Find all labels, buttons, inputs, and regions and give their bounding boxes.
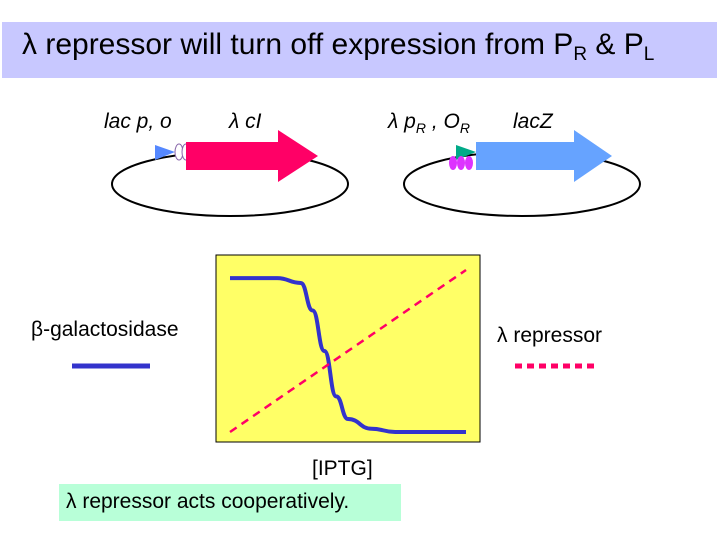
ci-gene-arrow — [186, 130, 318, 182]
pr-or-label: λ pR , OR — [388, 111, 470, 135]
title-sub-l: L — [643, 44, 655, 65]
ci-gene-label: λ cI — [229, 110, 262, 133]
beta-gal-curve — [230, 276, 466, 435]
title-sub-r: R — [573, 44, 588, 65]
title-banner — [2, 22, 717, 78]
lacz-gene-label: lacZ — [513, 110, 553, 133]
lacz-gene-arrow — [476, 130, 612, 182]
repressor-bead-2 — [457, 156, 465, 170]
lac-promoter-label: lac p, o — [104, 110, 172, 133]
lac-promoter-arrow — [155, 145, 175, 160]
repressor-bead-1 — [449, 156, 457, 170]
cooperativity-note: λ repressor acts cooperatively. — [66, 490, 350, 513]
title-amp: & P — [587, 28, 644, 61]
x-axis-label: [IPTG] — [312, 457, 373, 480]
repressor-bead-3 — [465, 156, 473, 170]
pr-sub: R — [415, 120, 426, 136]
legend-label-repressor: λ repressor — [497, 324, 603, 347]
or-sub: R — [459, 120, 470, 136]
note-box — [59, 484, 401, 521]
legend-label-beta-gal: β-galactosidase — [31, 318, 179, 341]
repressor-line — [229, 268, 467, 434]
page-title: λ repressor will turn off expression fro… — [22, 28, 655, 65]
pr-label: λ p — [388, 110, 416, 133]
series-layer — [229, 268, 467, 435]
title-main: λ repressor will turn off expression fro… — [22, 28, 574, 61]
or-label: , O — [425, 110, 460, 133]
plot-area — [215, 254, 481, 443]
